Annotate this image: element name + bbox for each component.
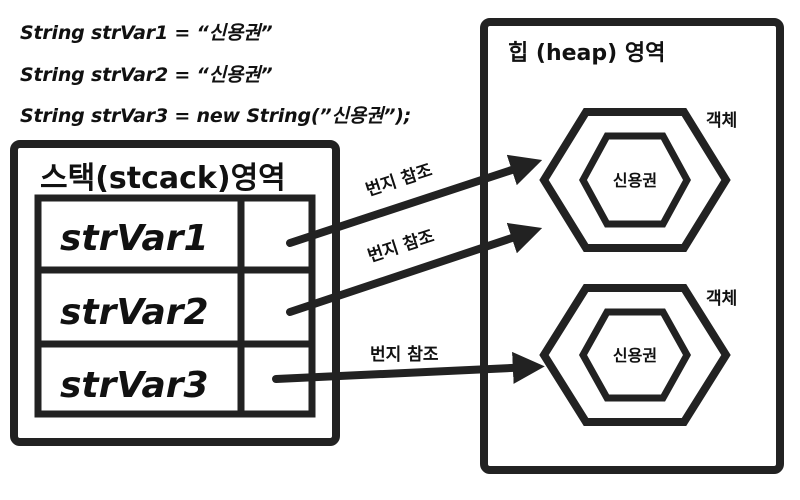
object-outer-hexagon [539, 284, 731, 426]
arrow-label-3: 번지 참조 [370, 344, 439, 365]
object-outer-hexagon [539, 108, 731, 252]
object-value: 신용권 [613, 171, 657, 190]
reference-arrow-2 [286, 222, 543, 316]
reference-arrow-3 [272, 351, 545, 384]
reference-arrow-1 [286, 154, 543, 247]
stack-var-strvar3: strVar3 [60, 365, 209, 406]
object-inner-hexagon [579, 132, 691, 228]
object-label: 객체 [706, 111, 737, 131]
object-inner-hexagon [578, 308, 692, 402]
code-line-3: String strVar3 = new String(”신용권”); [20, 105, 412, 127]
heap-object-1: 객체 신용권 [539, 108, 737, 252]
heap-area: 힙 (heap) 영역 객체 신용권 객체 신용권 [480, 18, 784, 474]
stack-area: 스택(stcack)영역 strVar1 strVar2 strVar3 [10, 140, 340, 446]
stack-title: 스택(stcack)영역 [40, 161, 286, 196]
object-value: 신용권 [613, 346, 657, 365]
heap-object-2: 객체 신용권 [539, 284, 737, 426]
stack-var-strvar1: strVar1 [60, 218, 209, 259]
heap-title: 힙 (heap) 영역 [508, 41, 665, 66]
object-label: 객체 [706, 289, 737, 309]
code-line-1: String strVar1 = “신용권” [20, 22, 273, 44]
stack-var-strvar2: strVar2 [60, 292, 209, 333]
arrow-label-2: 번지 참조 [365, 226, 437, 267]
arrow-label-1: 번지 참조 [363, 160, 435, 201]
code-line-2: String strVar2 = “신용권” [20, 64, 273, 86]
stack-table: strVar1 strVar2 strVar3 [34, 194, 316, 418]
